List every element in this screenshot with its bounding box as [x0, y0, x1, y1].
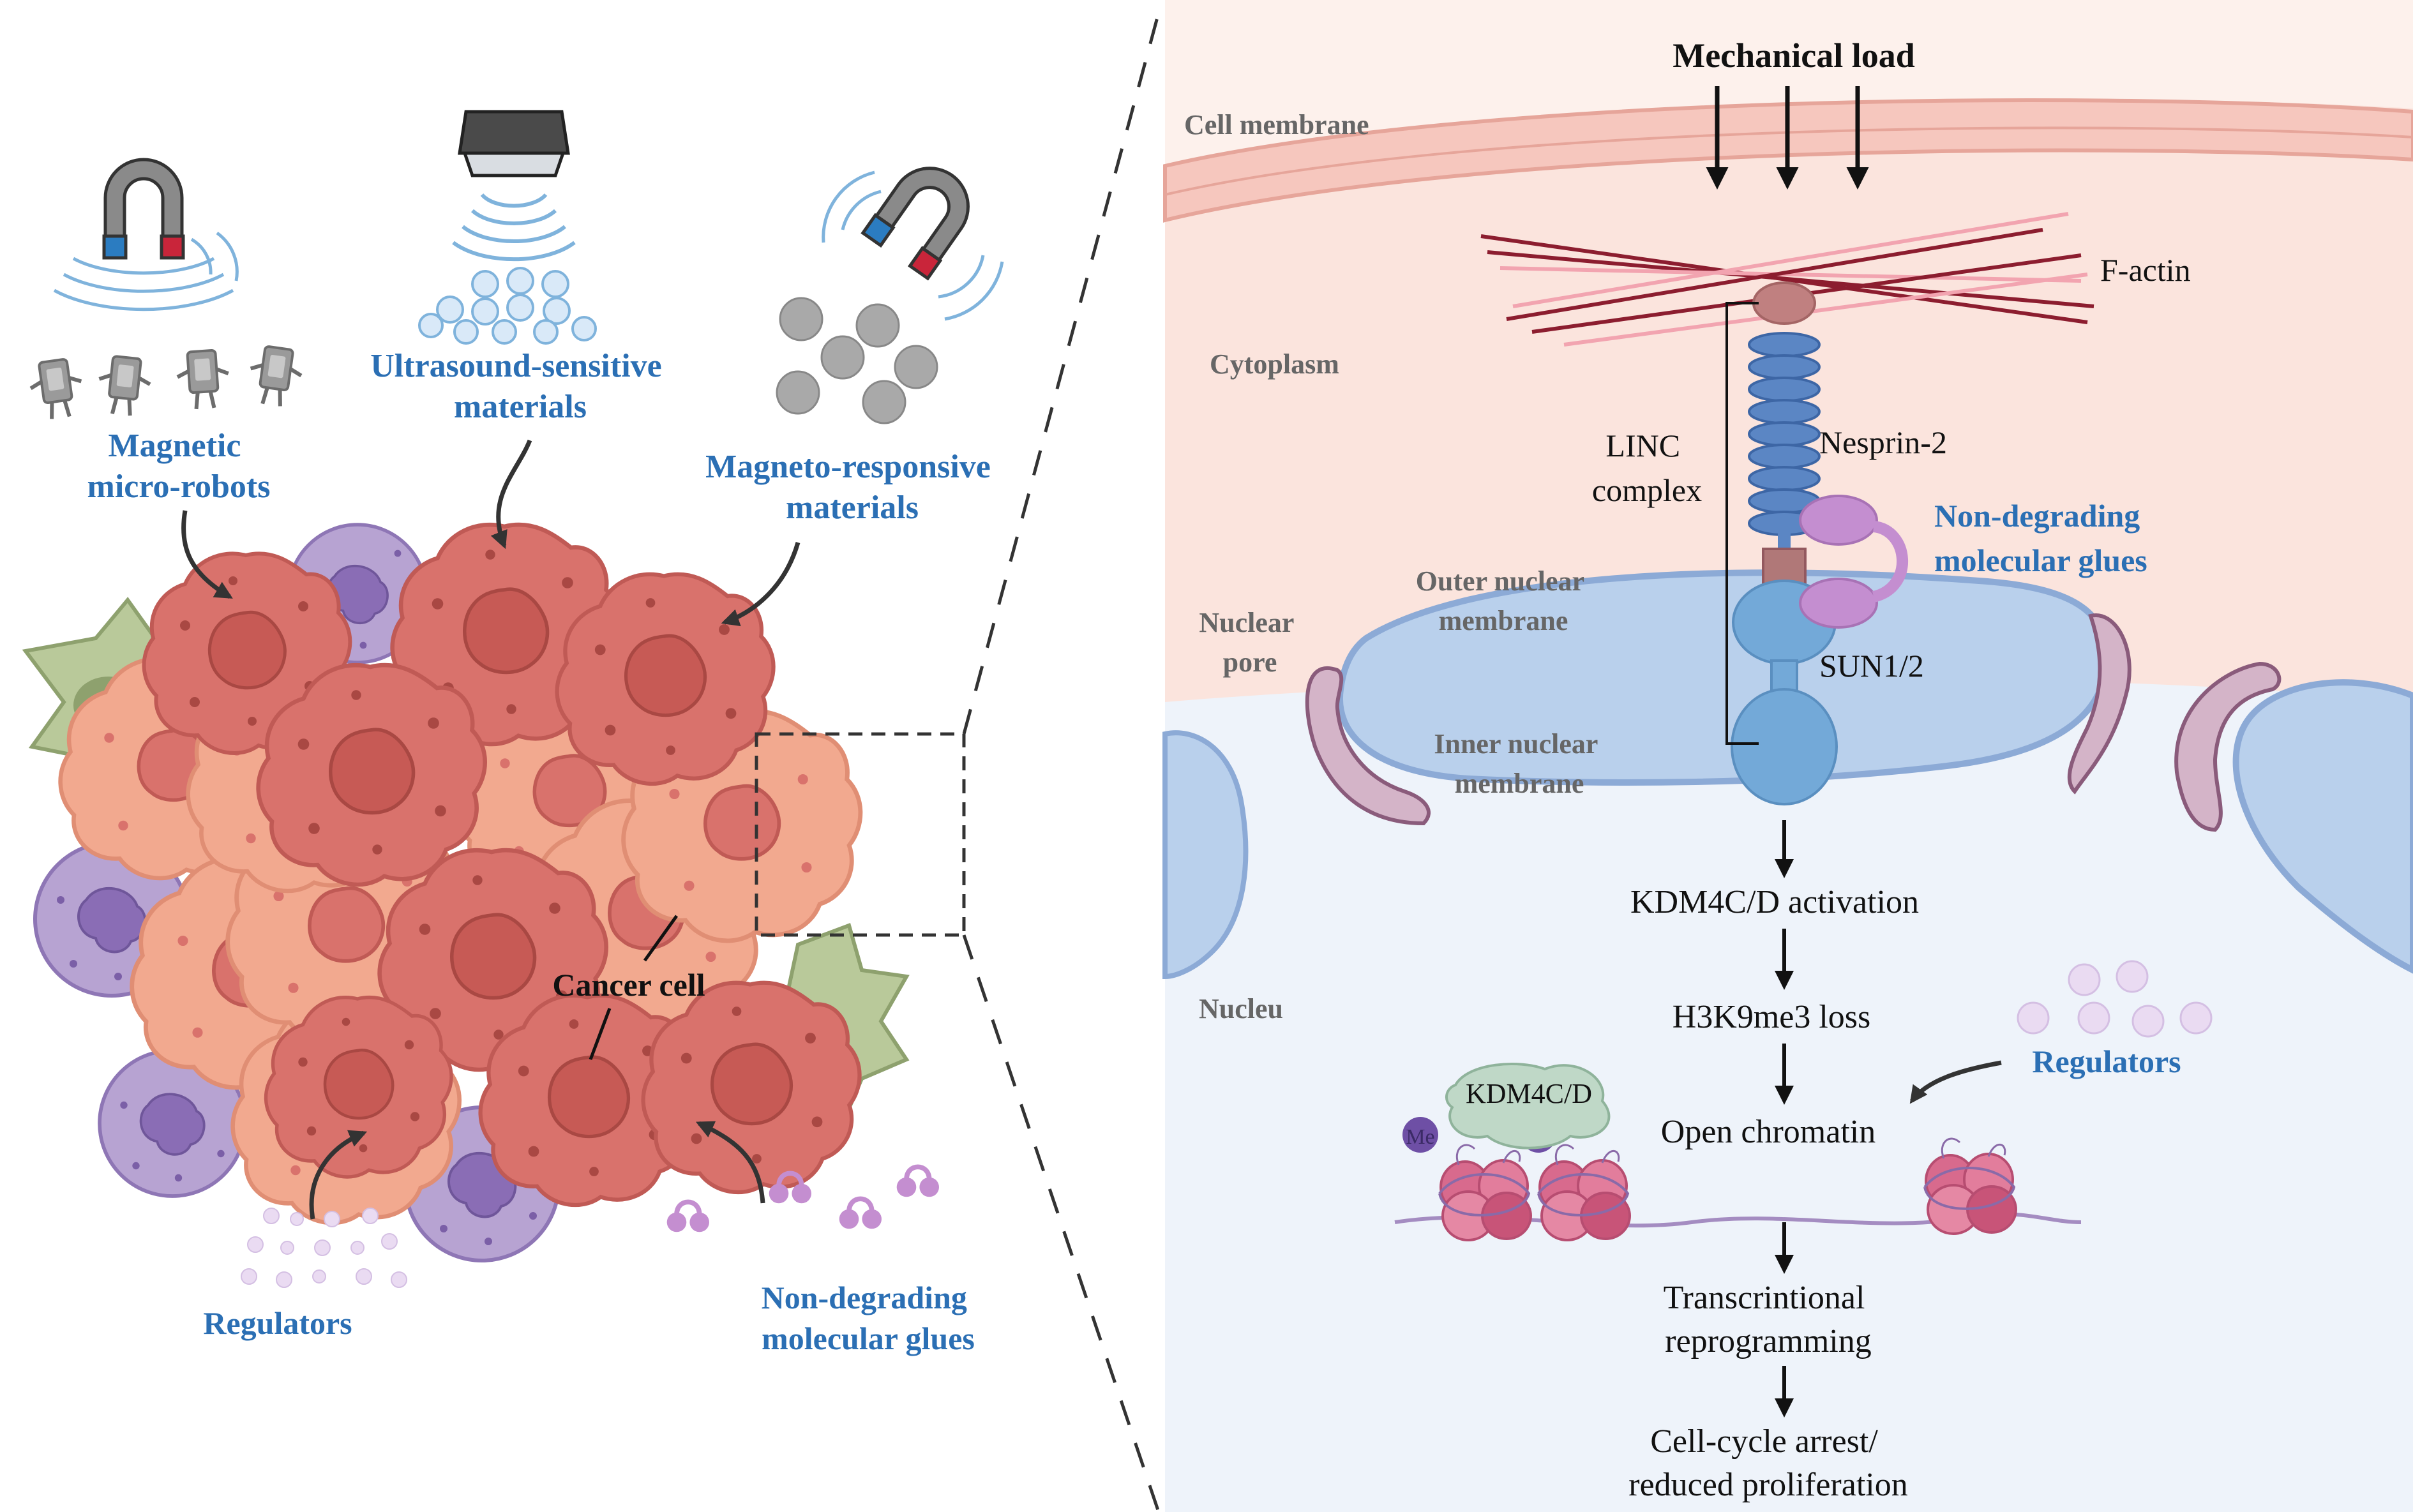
linc-label: LINC complex: [1592, 428, 1702, 508]
magnetic-field-waves-icon: [53, 231, 239, 311]
magnet-icon: [102, 160, 185, 260]
cell-membrane-label: Cell membrane: [1184, 109, 1369, 140]
methyl-mark-icon: Me: [1402, 1117, 1438, 1153]
magnetic-field-waves-icon-right: [822, 170, 1004, 321]
regulator-particles-icon: [241, 1208, 407, 1288]
kdm-enzyme-label: KDM4C/D: [1466, 1078, 1592, 1109]
regulator-particles-icon-right: [2017, 960, 2213, 1038]
svg-text:Me: Me: [1406, 1125, 1434, 1149]
outer-nuclear-membrane-label: Outer nuclear membrane: [1416, 565, 1591, 636]
ultrasound-label: Ultrasound-sensitive materials: [370, 348, 670, 425]
mechanical-load-arrows: [1706, 86, 1869, 190]
zoom-box: [755, 732, 966, 937]
transcriptional-label: Transcrintional reprogramming: [1664, 1280, 1874, 1359]
arrow-regulators-to-chromatin: [1909, 1060, 2002, 1104]
nesprin-2: [1748, 281, 1821, 585]
glues-label-right: Non-degrading molecular glues: [1934, 498, 2148, 578]
delivery-arrows: [181, 439, 801, 1220]
left-panel: Magnetic micro-robots Ultrasound-sensiti…: [22, 12, 1161, 1512]
nuclear-envelope-right: [2232, 679, 2413, 974]
right-panel: F-actin Mechanical load Cell membrane Cy…: [1162, 0, 2413, 1512]
cell-membrane: [1163, 98, 2413, 223]
nuclear-pore-label: Nuclear pore: [1199, 607, 1300, 678]
f-actin-label: F-actin: [2100, 252, 2191, 288]
nucleus-label: Nucleu: [1199, 993, 1283, 1024]
nuclear-pore-right: [2067, 613, 2131, 795]
nuclear-envelope-left: [1162, 730, 1249, 980]
linc-bracket: [1725, 302, 1759, 745]
tumor-cluster: [22, 525, 910, 1261]
magneto-label: Magneto-responsive materials: [705, 449, 999, 526]
cytoplasm-label: Cytoplasm: [1210, 348, 1339, 380]
nesprin-label: Nesprin-2: [1819, 424, 1947, 460]
arrow-ultrasound-to-tumor: [490, 439, 532, 550]
kdm-activation-label: KDM4C/D activation: [1630, 884, 1919, 920]
ultrasound-transducer-icon: [458, 110, 570, 177]
cancer-cell-label: Cancer cell: [552, 967, 705, 1003]
magnet-icon-right: [861, 153, 984, 281]
cancer-cell-pointer: [589, 1008, 612, 1060]
glues-label-left: Non-degrading molecular glues: [762, 1280, 975, 1356]
magnetic-particles-icon: [776, 297, 938, 424]
molecular-glue-bound-icon: [1799, 495, 1909, 629]
cell-cycle-label: Cell-cycle arrest/ reduced proliferation: [1628, 1423, 1907, 1503]
zoom-line-top: [962, 12, 1161, 735]
cancer-cell-pointer: [643, 915, 679, 962]
h3k9-loss-label: H3K9me3 loss: [1673, 999, 1871, 1035]
sun-label: SUN1/2: [1819, 648, 1924, 684]
arrow-robots-to-tumor: [181, 510, 233, 599]
kdm-enzyme: [1445, 1063, 1611, 1149]
arrow-magneto-to-tumor: [721, 542, 801, 627]
zoom-line-bottom: [962, 934, 1161, 1512]
nuclear-pore-left: [1305, 666, 1431, 826]
ultrasound-particles-icon: [418, 267, 597, 345]
arrow-glues-to-tumor: [695, 1121, 765, 1204]
mechanical-load-label: Mechanical load: [1673, 36, 1914, 75]
open-chromatin-label: Open chromatin: [1661, 1114, 1876, 1150]
nuclear-envelope-center: [1336, 569, 2110, 786]
nuclear-pore-far-right: [2174, 661, 2281, 832]
inner-nuclear-membrane-label: Inner nuclear membrane: [1434, 728, 1604, 799]
micro-robot-icons: [27, 345, 304, 421]
regulators-label-right: Regulators: [2032, 1044, 2181, 1079]
f-actin-filaments: [1480, 212, 2094, 347]
ultrasound-waves-icon: [452, 193, 576, 262]
arrow-regulators-to-tumor: [309, 1130, 368, 1220]
magnetic-robots-label: Magnetic micro-robots: [87, 428, 271, 505]
regulators-label: Regulators: [203, 1305, 352, 1341]
